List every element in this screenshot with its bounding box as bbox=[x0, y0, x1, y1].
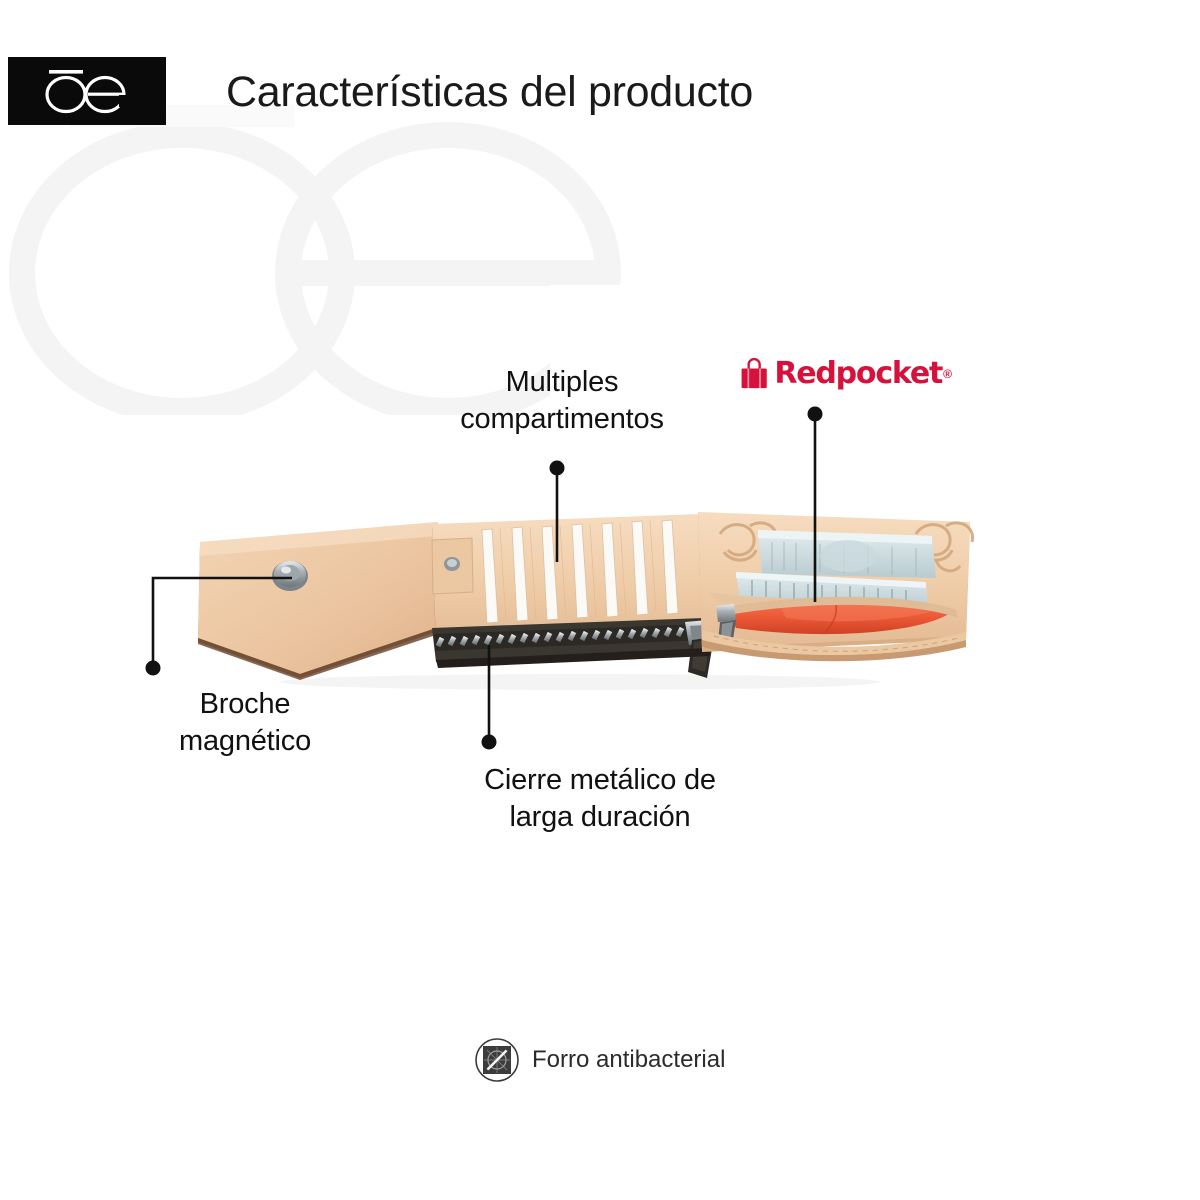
handbag-icon bbox=[741, 357, 767, 389]
card-panel-snap-tab bbox=[431, 537, 474, 595]
antibacterial-fabric-icon bbox=[475, 1038, 519, 1082]
callout-line-2: magnético bbox=[179, 725, 311, 757]
callout-line-1: Broche bbox=[199, 688, 291, 720]
product-photo-wallet bbox=[198, 512, 975, 690]
callout-line-1: Multiples bbox=[505, 366, 619, 398]
redpocket-wordmark: Redpocket bbox=[774, 356, 943, 391]
oe-logo-icon bbox=[45, 70, 126, 114]
registered-trademark-icon: ® bbox=[943, 367, 952, 381]
antibacterial-lining-badge: Forro antibacterial bbox=[474, 1035, 725, 1085]
watermark-o-icon bbox=[9, 122, 355, 415]
coin-pocket-lining bbox=[728, 601, 952, 635]
card-slots bbox=[481, 519, 679, 624]
wallet-zipper bbox=[432, 618, 714, 678]
stitching bbox=[713, 635, 959, 652]
watermark-e-bar bbox=[290, 260, 608, 286]
product-shadow bbox=[280, 674, 880, 690]
callout-line-1: Cierre metálico de bbox=[484, 764, 716, 796]
callout-magnetic-snap: Broche magnético bbox=[100, 686, 390, 760]
magnetic-snap-button bbox=[272, 561, 308, 591]
wallet-left-flap bbox=[198, 522, 442, 680]
redpocket-brand-logo: Redpocket ® bbox=[740, 352, 952, 396]
page-title: Características del producto bbox=[226, 68, 753, 116]
callout-multiple-compartments: Multiples compartimentos bbox=[424, 364, 700, 438]
banknotes-upper bbox=[758, 530, 936, 578]
antibacterial-lining-label: Forro antibacterial bbox=[532, 1046, 726, 1073]
brand-logo-badge bbox=[8, 57, 166, 125]
callout-line-2: compartimentos bbox=[460, 403, 664, 435]
callout-line-2: larga duración bbox=[509, 801, 691, 833]
callout-metal-zipper: Cierre metálico de larga duración bbox=[420, 762, 780, 836]
zipper-teeth bbox=[435, 626, 685, 648]
wallet-right-panel bbox=[698, 512, 975, 662]
wallet-card-slot-panel bbox=[431, 514, 704, 652]
